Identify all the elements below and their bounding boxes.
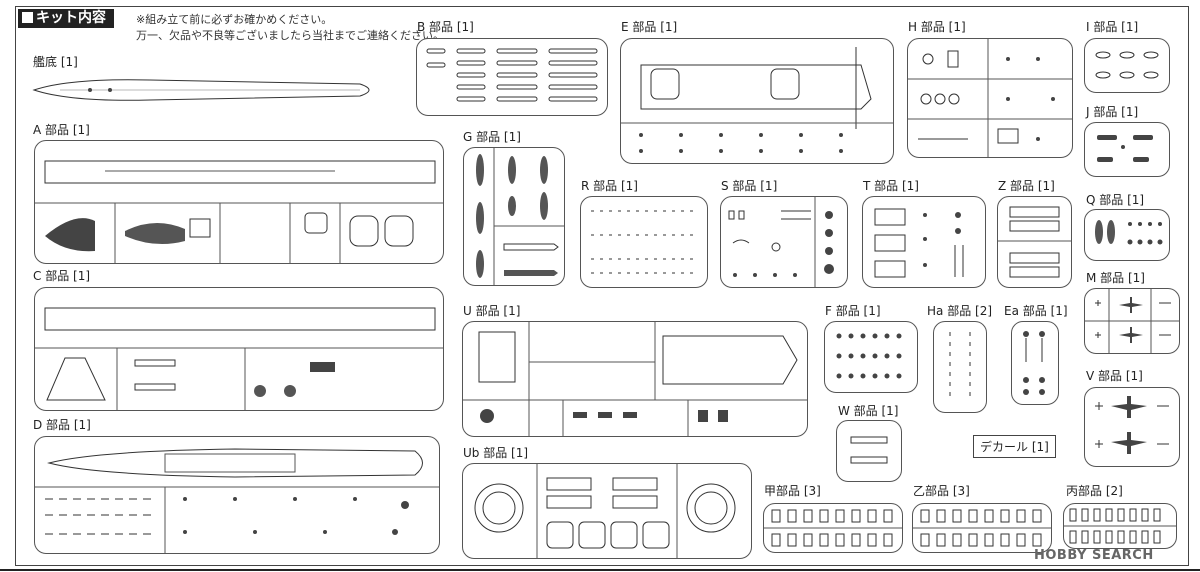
sprue-j	[1084, 122, 1170, 177]
sprue-w	[836, 420, 902, 482]
sprue-r	[580, 196, 708, 288]
label-t: T 部品 [1]	[863, 179, 919, 193]
sprue-f	[824, 321, 918, 393]
label-ub: Ub 部品 [1]	[463, 446, 529, 460]
sprue-ea	[1011, 321, 1059, 405]
label-s: S 部品 [1]	[721, 179, 778, 193]
bottom-rule	[0, 569, 1200, 571]
sprue-v	[1084, 387, 1180, 467]
sprue-b	[416, 38, 608, 116]
sprue-ha	[933, 321, 987, 413]
sprue-h	[907, 38, 1073, 158]
label-z: Z 部品 [1]	[998, 179, 1055, 193]
label-c: C 部品 [1]	[33, 269, 91, 283]
decal-sheet: デカール [1]	[973, 435, 1056, 458]
label-i: I 部品 [1]	[1086, 20, 1139, 34]
sprue-ko	[763, 503, 903, 553]
label-j: J 部品 [1]	[1086, 105, 1139, 119]
label-r: R 部品 [1]	[581, 179, 638, 193]
sprue-z	[997, 196, 1072, 288]
label-b: B 部品 [1]	[417, 20, 474, 34]
sprue-e	[620, 38, 894, 164]
label-a: A 部品 [1]	[33, 123, 90, 137]
label-h: H 部品 [1]	[908, 20, 966, 34]
sprue-otsu	[912, 503, 1052, 553]
label-v: V 部品 [1]	[1086, 369, 1143, 383]
sprue-g	[463, 147, 565, 286]
label-hei: 丙部品 [2]	[1066, 484, 1123, 498]
label-m: M 部品 [1]	[1086, 271, 1145, 285]
note-line-1: ※組み立て前に必ずお確かめください。	[136, 13, 333, 26]
label-w: W 部品 [1]	[838, 404, 899, 418]
sprue-t	[862, 196, 986, 288]
sprue-u	[462, 321, 808, 437]
label-ea: Ea 部品 [1]	[1004, 304, 1068, 318]
sprue-c	[34, 287, 444, 411]
sprue-q	[1084, 209, 1170, 261]
sprue-ub	[462, 463, 752, 559]
sprue-m	[1084, 288, 1180, 354]
square-icon	[22, 12, 33, 23]
note-line-2: 万一、欠品や不良等ございましたら当社までご連絡ください。	[136, 29, 444, 42]
label-q: Q 部品 [1]	[1086, 193, 1145, 207]
label-g: G 部品 [1]	[463, 130, 521, 144]
label-f: F 部品 [1]	[825, 304, 881, 318]
content-frame	[15, 6, 1189, 566]
sprue-i	[1084, 38, 1170, 93]
label-ko: 甲部品 [3]	[764, 484, 821, 498]
label-hull: 艦底 [1]	[33, 55, 78, 69]
watermark: HOBBY SEARCH	[1034, 548, 1154, 563]
section-header: キット内容	[18, 9, 114, 28]
sprue-a	[34, 140, 444, 264]
header-title: キット内容	[36, 10, 106, 26]
sprue-hei	[1063, 503, 1177, 549]
sprue-s	[720, 196, 848, 288]
sprue-d	[34, 436, 440, 554]
label-ha: Ha 部品 [2]	[927, 304, 993, 318]
label-e: E 部品 [1]	[621, 20, 678, 34]
label-d: D 部品 [1]	[33, 418, 91, 432]
hull-bottom-part	[30, 70, 380, 110]
assembly-note: ※組み立て前に必ずお確かめください。 万一、欠品や不良等ございましたら当社までご…	[136, 12, 444, 44]
label-otsu: 乙部品 [3]	[913, 484, 970, 498]
label-u: U 部品 [1]	[463, 304, 521, 318]
